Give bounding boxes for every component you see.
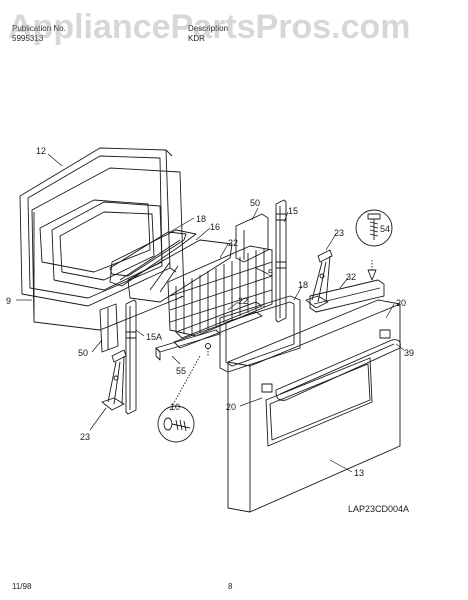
callout-13: 13 [354,468,364,478]
front-door-panel [227,299,401,513]
watermark: AppliancePartsPros.com [8,8,411,46]
callout-16: 16 [210,222,220,232]
dash-guide-a [175,295,183,301]
callout-32: 32 [346,272,356,282]
footer-date: 11/98 [12,582,32,591]
callout-20-lower: 20 [226,402,236,412]
hinge-bracket-upper [235,213,269,263]
door-vent-grille [167,245,273,337]
publication-number: 5995313 [12,34,44,43]
callout-20-upper: 20 [396,298,406,308]
dash-guide-b [169,355,201,411]
callout-15: 15 [288,206,298,216]
callout-18-lower: 18 [298,280,308,290]
callout-39: 39 [404,348,414,358]
door-handle [261,329,401,401]
callout-22-lower: 22 [238,296,248,306]
callout-9: 9 [6,296,11,306]
diagram-code: LAP23CD004A [348,504,409,514]
callout-labels: 12 9 18 16 22 50 15 5 23 54 32 20 18 22 … [6,146,414,514]
publication-label: Publication No. [12,24,66,33]
screw-small [367,269,377,281]
inner-door-liner [31,167,185,331]
door-glass-frame-upper [109,229,197,287]
lower-insulation-strip [173,301,263,349]
callout-23-upper: 23 [334,228,344,238]
callout-10: 10 [170,402,180,412]
model-code: KDR [188,34,205,43]
callout-15a: 15A [146,332,162,342]
description-label: Description [188,24,229,33]
callout-55: 55 [176,366,186,376]
door-glass-frame-lower [219,295,301,373]
callout-50-upper: 50 [250,198,260,208]
footer-page-number: 8 [228,582,233,591]
hinge-bracket-lower [99,303,119,353]
callout-22-upper: 22 [228,238,238,248]
screw-detail-circle [355,209,393,247]
callout-50-lower: 50 [78,348,88,358]
screw-detail-circle-lower [157,405,195,443]
callout-12: 12 [36,146,46,156]
door-hinge-upper [305,249,333,309]
callout-5: 5 [268,268,273,278]
leader-lines [16,153,405,473]
callout-54: 54 [380,224,390,234]
door-side-channel-lower [125,299,137,415]
door-hinge-lower [101,349,127,411]
outer-door-panel [19,147,177,307]
callout-18-upper: 18 [196,214,206,224]
callout-23-lower: 23 [80,432,90,442]
door-glass-pane [127,239,233,303]
vent-trim-strip [309,279,385,313]
bottom-door-trim [155,329,221,361]
hardware-clip [205,343,211,349]
